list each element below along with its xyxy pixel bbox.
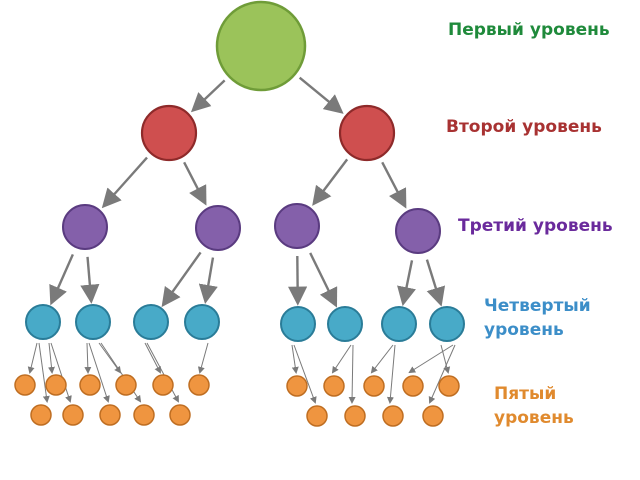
level-5-node: [152, 374, 174, 396]
level-4-node: [381, 306, 417, 342]
level-5-node: [344, 405, 366, 427]
level-5-node: [79, 374, 101, 396]
edge-l4-l5: [88, 342, 110, 403]
edge-l4-l5: [348, 344, 356, 404]
edge-l4-l5: [27, 342, 38, 374]
level-3-node: [195, 205, 241, 251]
edge-l4-l5: [428, 344, 456, 404]
edge-l4-l5: [293, 344, 317, 404]
edge-l2-l3: [101, 156, 148, 209]
level-2-node: [140, 104, 198, 162]
level-5-node: [188, 374, 210, 396]
level-5-node: [14, 374, 36, 396]
level-5-label: Пятый уровень: [494, 384, 574, 428]
edge-l2-l3: [312, 158, 349, 206]
level-4-node: [25, 304, 61, 340]
level-5-node: [402, 375, 424, 397]
level-3-node: [395, 208, 441, 254]
edge-l3-l4: [198, 257, 218, 305]
edge-l4-l5: [386, 344, 396, 404]
edge-l4-l5: [408, 344, 454, 374]
edge-l4-l5: [48, 342, 55, 374]
level-5-node: [323, 375, 345, 397]
level-5-node: [30, 404, 52, 426]
level-4-node: [133, 304, 169, 340]
level-4-node: [327, 306, 363, 342]
level-1-label: Первый уровень: [448, 20, 610, 40]
edge-l4-l5: [50, 342, 72, 403]
edge-l2-l3: [183, 161, 207, 206]
edge-l4-l5: [84, 342, 92, 374]
level-5-node: [286, 375, 308, 397]
level-3-node: [274, 203, 320, 249]
edge-l4-l5: [291, 344, 299, 374]
edge-l4-l5: [146, 342, 179, 403]
edge-l1-l2: [190, 79, 226, 113]
level-4-label: Четвертый уровень: [484, 296, 591, 340]
level-5-node: [133, 404, 155, 426]
nodes-group: [14, 0, 465, 427]
level-4-node: [429, 306, 465, 342]
edge-l4-l5: [331, 344, 352, 374]
edge-l4-l5: [440, 344, 451, 374]
edge-l4-l5: [98, 342, 122, 374]
level-2-node: [338, 104, 396, 162]
edge-l4-l5: [370, 344, 394, 374]
level-5-node: [62, 404, 84, 426]
level-1-node: [215, 0, 307, 92]
edge-l3-l4: [309, 252, 338, 308]
edge-l3-l4: [397, 260, 416, 307]
level-4-node: [75, 304, 111, 340]
edge-l4-l5: [197, 342, 209, 374]
level-4-node: [280, 306, 316, 342]
edge-l3-l4: [80, 256, 100, 304]
edge-l4-l5: [144, 342, 161, 374]
level-5-node: [169, 404, 191, 426]
level-5-node: [45, 374, 67, 396]
edge-l3-l4: [49, 253, 74, 306]
level-5-node: [115, 374, 137, 396]
level-5-node: [306, 405, 328, 427]
level-5-node: [382, 405, 404, 427]
edge-l4-l5: [38, 342, 50, 403]
edge-l2-l3: [381, 161, 407, 209]
level-5-node: [363, 375, 385, 397]
edge-l3-l4: [161, 251, 202, 308]
level-4-node: [184, 304, 220, 340]
level-5-node: [99, 404, 121, 426]
level-3-label: Третий уровень: [458, 216, 613, 236]
level-2-label: Второй уровень: [446, 117, 602, 137]
level-3-node: [62, 204, 108, 250]
level-5-node: [422, 405, 444, 427]
edge-l3-l4: [425, 259, 446, 307]
edge-l1-l2: [298, 76, 344, 114]
level-5-node: [438, 375, 460, 397]
